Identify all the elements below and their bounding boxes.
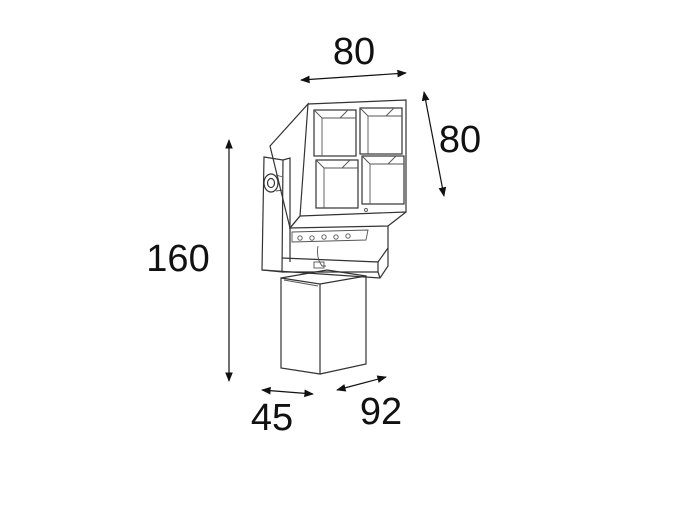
dimension-labels: 80 80 160 45 92: [146, 31, 481, 439]
base-width-label: 45: [251, 397, 293, 439]
dimension-lines: [225, 69, 447, 398]
base-depth-dimension-arrow: [336, 375, 387, 392]
pivot-knob: [263, 173, 284, 193]
height-label: 160: [146, 238, 209, 280]
fixture-illustration: [261, 99, 407, 375]
optic-cell: [359, 107, 403, 155]
base-depth-label: 92: [360, 391, 402, 433]
connector-pins: [297, 233, 351, 241]
depth-dimension-arrow: [421, 91, 447, 197]
optic-cell: [313, 109, 357, 157]
optic-cell: [361, 155, 405, 205]
optic-cell: [315, 159, 359, 209]
base-width-dimension-arrow: [261, 386, 314, 398]
mounting-bracket: [261, 156, 389, 279]
base-block: [280, 269, 367, 375]
width-dimension-arrow: [300, 69, 407, 84]
depth-label: 80: [439, 119, 481, 161]
led-optic-grid: [313, 107, 405, 212]
width-label: 80: [333, 31, 375, 73]
lamp-head: [269, 99, 407, 269]
